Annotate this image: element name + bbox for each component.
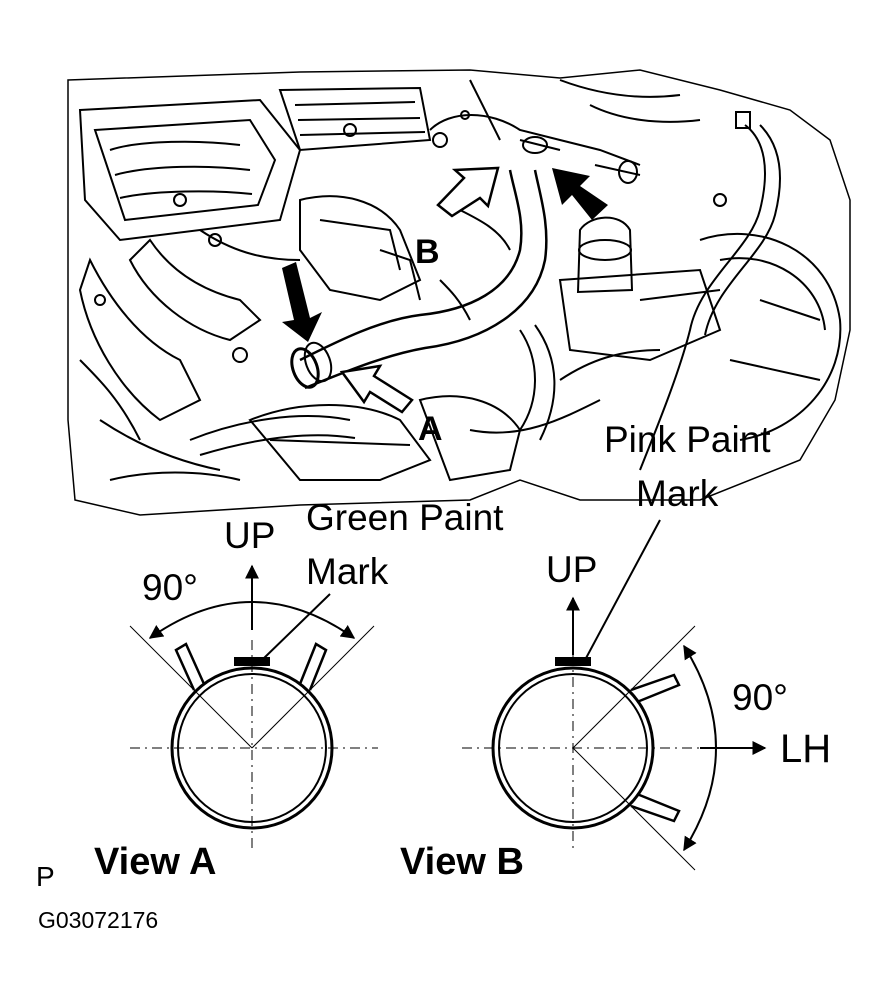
callout-b: B xyxy=(415,233,440,271)
paint-mark-icon xyxy=(234,657,270,666)
callout-a: A xyxy=(418,410,443,448)
view-a-mark-label-line2: Mark xyxy=(306,551,389,592)
view-a-title: View A xyxy=(94,841,217,883)
view-b-direction-label: LH xyxy=(780,727,831,771)
view-a-mark-label-line1: Green Paint xyxy=(306,497,504,538)
view-b-mark-label-line2: Mark xyxy=(636,473,719,514)
arrow-icon xyxy=(282,168,608,342)
figure-code: G03072176 xyxy=(38,907,158,933)
view-a-up-label: UP xyxy=(224,515,275,556)
view-b-up-label: UP xyxy=(546,549,597,590)
clamp-icon xyxy=(491,666,655,830)
view-a-angle-label: 90° xyxy=(142,567,198,608)
corner-letter: P xyxy=(36,861,55,892)
paint-mark-icon xyxy=(555,657,591,666)
clamp-icon xyxy=(290,347,320,389)
view-b-diagram xyxy=(462,519,767,871)
clamp-icon xyxy=(170,666,334,830)
view-a-diagram xyxy=(129,564,378,850)
arrow-icon xyxy=(339,166,500,414)
view-b-mark-label-line1: Pink Paint xyxy=(604,419,771,460)
view-b-angle-label: 90° xyxy=(732,677,788,718)
view-b-title: View B xyxy=(400,841,524,883)
engine-bay-illustration xyxy=(67,69,851,516)
